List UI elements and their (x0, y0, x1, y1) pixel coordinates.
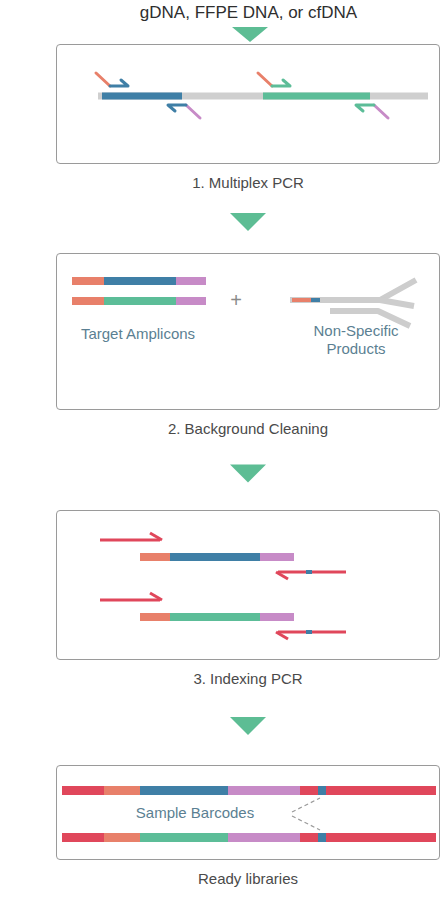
indexing-reaction (100, 533, 346, 639)
barcode-leaders (292, 798, 320, 830)
flow-arrow (230, 465, 266, 483)
panel-frame (56, 510, 440, 660)
target-amplicons (72, 277, 206, 305)
source-title: gDNA, FFPE DNA, or cfDNA (0, 3, 447, 23)
diagram-label: Sample Barcodes (100, 804, 290, 822)
flow-arrow (232, 27, 268, 42)
primers (96, 73, 388, 118)
panel-frame (56, 44, 440, 164)
flow-arrow (230, 213, 266, 231)
library-molecules (62, 786, 436, 842)
step-caption: Ready libraries (56, 870, 440, 887)
template-dna (98, 96, 428, 97)
step-panel: 1. Multiplex PCR (56, 44, 440, 191)
step-panel: Ready libraries (56, 765, 440, 887)
step-caption: 2. Background Cleaning (56, 420, 440, 437)
diagram-label: Target Amplicons (68, 325, 208, 343)
flow-arrow (230, 717, 266, 735)
step-caption: 3. Indexing PCR (56, 670, 440, 687)
step-panel: 3. Indexing PCR (56, 510, 440, 687)
diagram-label: Non-Specific Products (300, 322, 412, 358)
diagram-label: + (224, 288, 248, 312)
non-specific-products (290, 280, 416, 326)
step-caption: 1. Multiplex PCR (56, 174, 440, 191)
